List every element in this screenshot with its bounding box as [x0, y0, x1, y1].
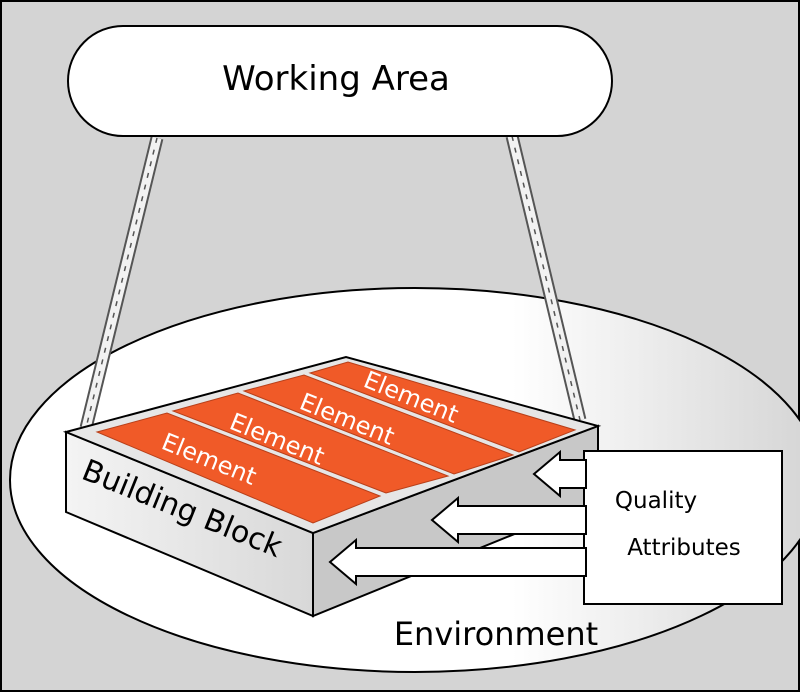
working-area-box: [67, 25, 613, 137]
element-stripe-4: [308, 361, 577, 453]
arrow-3: [328, 537, 587, 587]
quality-label: Quality: [615, 488, 697, 514]
element-stripes: Element Element Element Element: [95, 361, 577, 524]
attributes-label: Attributes: [627, 535, 741, 561]
element-stripe-1: [95, 412, 382, 524]
working-area-label: Working Area: [222, 59, 450, 99]
left-chain: [79, 136, 164, 430]
quality-arrows: [328, 449, 587, 587]
arrow-2: [430, 495, 587, 545]
element-stripe-2: [171, 392, 450, 494]
environment-label: Environment: [394, 615, 598, 653]
element-stripe-3: [242, 374, 515, 475]
quality-attributes-box: [583, 450, 783, 605]
arrow-1: [532, 449, 587, 499]
right-chain: [505, 134, 587, 422]
